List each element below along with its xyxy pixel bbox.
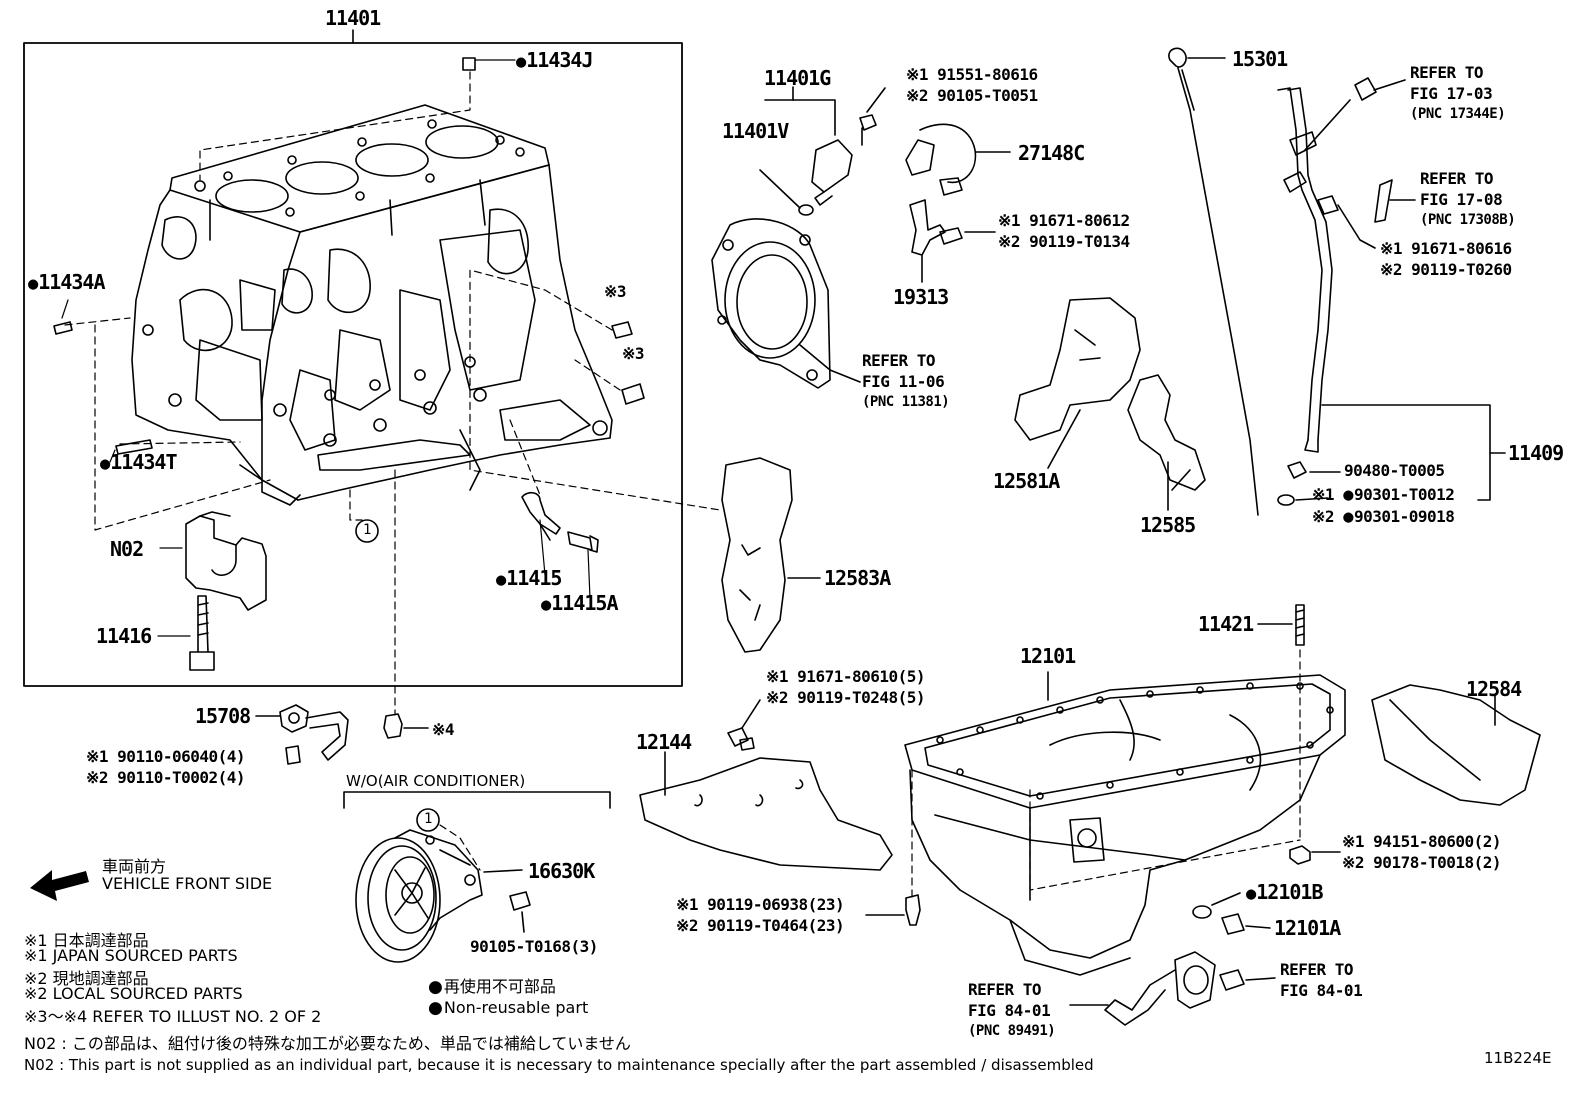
- dipstick-guide-drawing: [1277, 87, 1323, 441]
- bolt-15708-drawing: [285, 745, 301, 765]
- note-n02-en: N02 : This part is not supplied as an in…: [24, 1056, 1094, 1074]
- bracket-19313-drawing: [909, 199, 946, 256]
- part-label-12581a[interactable]: 12581A: [993, 469, 1060, 493]
- part-label-15708[interactable]: 15708: [195, 704, 251, 728]
- dipstick-15301-drawing: [1168, 47, 1187, 68]
- pin-s3b-drawing: [621, 383, 645, 405]
- part-label-15301[interactable]: 15301: [1232, 47, 1288, 71]
- water-pump-16630k-drawing: [355, 829, 483, 963]
- part-label-n02[interactable]: N02: [110, 537, 144, 561]
- bolt-12144-drawing: [727, 727, 755, 751]
- part-label-11415[interactable]: 11415: [496, 566, 562, 590]
- bolt-pan-drawing: [905, 894, 921, 926]
- nonreuse-en: Non-reusable part: [428, 998, 588, 1018]
- part-label-11434a[interactable]: 11434A: [28, 270, 105, 294]
- sensor-11401v-drawing: [811, 139, 853, 193]
- front-arrow-drawing: [30, 870, 89, 901]
- wo-ac-label: W/O(AIR CONDITIONER): [346, 772, 526, 790]
- bolt-11415a-drawing: [567, 531, 599, 553]
- note-2-en: ※2 LOCAL SOURCED PARTS: [24, 984, 243, 1003]
- part-label-11434j[interactable]: 11434J: [516, 48, 593, 72]
- note-1-en: ※1 JAPAN SOURCED PARTS: [24, 946, 238, 965]
- cover-12581a-drawing: [1014, 297, 1141, 441]
- part-label-11415a[interactable]: 11415A: [541, 591, 618, 615]
- bolt-11416-drawing: [189, 595, 215, 671]
- figure-id: 11B224E: [1484, 1049, 1552, 1067]
- part-label-11434t[interactable]: 11434T: [100, 450, 177, 474]
- mark-s3b: ※3: [622, 344, 645, 363]
- front-jp: 車両前方: [102, 857, 167, 876]
- bolt-s4-drawing: [383, 713, 403, 739]
- callout-guide-bolt: ※1 91671-80616※2 90119-T0260: [1380, 239, 1512, 279]
- note-3: ※3～※4 REFER TO ILLUST NO. 2 OF 2: [24, 1007, 322, 1026]
- part-label-12101a[interactable]: 12101A: [1274, 916, 1341, 940]
- cover-12585-drawing: [1127, 374, 1206, 491]
- cover-12144-drawing: [639, 757, 893, 871]
- mark-s3a: ※3: [604, 282, 627, 301]
- part-label-90105-t0168[interactable]: 90105-T0168(3): [470, 937, 598, 956]
- part-label-12144[interactable]: 12144: [636, 730, 692, 754]
- pin-s3a-drawing: [611, 321, 633, 339]
- cylinder-block-drawing: [131, 104, 613, 506]
- part-label-11401g[interactable]: 11401G: [764, 66, 831, 90]
- callout-sensor-bolt: ※1 91551-80616※2 90105-T0051: [906, 65, 1038, 105]
- part-label-90480[interactable]: 90480-T0005: [1344, 461, 1445, 480]
- callout-nut-pan: ※1 94151-80600(2)※2 90178-T0018(2): [1342, 832, 1502, 872]
- cylinder-block-frame: [23, 42, 683, 687]
- rear-oil-seal-retainer-drawing: [711, 218, 831, 389]
- part-label-12585[interactable]: 12585: [1140, 513, 1196, 537]
- note-2-jp: ※2 現地調達部品: [24, 969, 149, 988]
- stud-11421-drawing: [1295, 604, 1305, 646]
- bolt-90105-drawing: [509, 891, 531, 911]
- part-label-27148c[interactable]: 27148C: [1018, 141, 1085, 165]
- nonreuse-jp: 再使用不可部品: [428, 973, 556, 997]
- bearing-cap-n02-drawing: [185, 515, 267, 611]
- part-label-12583a[interactable]: 12583A: [824, 566, 891, 590]
- seal-90480-drawing: [1287, 461, 1307, 479]
- note-n02-jp: N02 : この部品は、組付け後の特殊な加工が必要なため、単品では補給していませ…: [24, 1034, 631, 1053]
- mark-s4: ※4: [432, 720, 455, 739]
- baffle-12584-drawing: [1371, 684, 1541, 806]
- circle-label-block: 1: [363, 522, 372, 538]
- callout-pin-15708: ※1 90110-06040(4)※2 90110-T0002(4): [86, 747, 246, 787]
- part-label-11401[interactable]: 11401: [325, 6, 381, 30]
- callout-gasket-11409: ※1 90301-T0012 ※2 90301-09018: [1312, 484, 1455, 528]
- pin-11434a-drawing: [53, 321, 73, 335]
- part-label-12584[interactable]: 12584: [1466, 677, 1522, 701]
- drain-plug-12101a-drawing: [1221, 913, 1245, 935]
- part-label-12101[interactable]: 12101: [1020, 644, 1076, 668]
- front-en: VEHICLE FRONT SIDE: [102, 874, 273, 893]
- pin-11434j-drawing: [462, 57, 476, 71]
- oil-jet-15708-drawing: [279, 704, 309, 733]
- part-label-11416[interactable]: 11416: [96, 624, 152, 648]
- part-label-11409[interactable]: 11409: [1508, 441, 1564, 465]
- nut-pan-drawing: [1289, 845, 1311, 865]
- note-1-jp: ※1 日本調達部品: [24, 931, 149, 950]
- part-label-16630k[interactable]: 16630K: [528, 859, 595, 883]
- oil-jet-11415-drawing: [521, 491, 561, 535]
- oil-pan-12101-drawing: [904, 674, 1346, 976]
- part-label-19313[interactable]: 19313: [893, 285, 949, 309]
- circle-callout-1-pump: [416, 808, 440, 832]
- circle-label-pump: 1: [424, 811, 433, 827]
- cover-12583a-drawing: [721, 457, 793, 653]
- part-label-12101b[interactable]: 12101B: [1246, 880, 1323, 904]
- bracket-27148c-drawing: [905, 139, 935, 176]
- part-label-11421[interactable]: 11421: [1198, 612, 1254, 636]
- callout-bolt-12144: ※1 91671-80610(5)※2 90119-T0248(5): [766, 667, 926, 707]
- circle-callout-1-block: [355, 519, 379, 543]
- part-label-11401v[interactable]: 11401V: [722, 119, 789, 143]
- callout-bracket-bolt: ※1 91671-80612※2 90119-T0134: [998, 211, 1130, 251]
- callout-bolt-pan: ※1 90119-06938(23)※2 90119-T0464(23): [676, 895, 845, 935]
- oil-level-sensor-drawing: [1174, 951, 1216, 1009]
